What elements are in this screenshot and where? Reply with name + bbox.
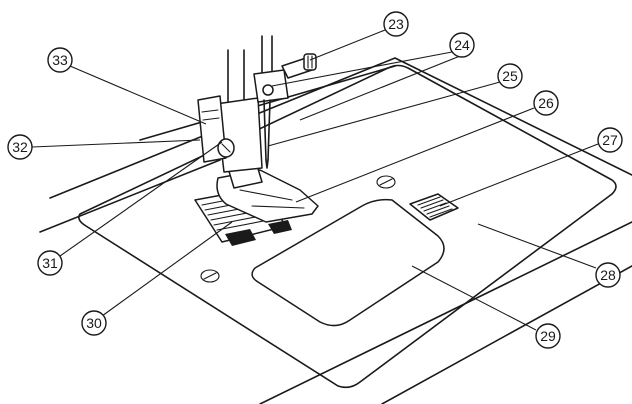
machine-bed	[39, 57, 632, 404]
foot-holder-screw	[197, 95, 235, 163]
presser-foot	[216, 161, 319, 223]
svg-text:28: 28	[600, 267, 616, 283]
needle-bar	[253, 35, 289, 103]
callout-27: 27	[597, 127, 623, 153]
svg-text:26: 26	[538, 95, 554, 111]
plate-screw-bottom	[200, 269, 220, 283]
leader-lines	[31, 29, 599, 331]
svg-text:33: 33	[52, 52, 68, 68]
callout-29: 29	[535, 323, 561, 349]
cover-release-button	[409, 193, 459, 221]
svg-text:24: 24	[454, 37, 470, 53]
callout-32: 32	[7, 134, 33, 160]
needle-plate	[78, 64, 617, 389]
svg-text:25: 25	[502, 68, 518, 84]
needle	[263, 99, 271, 169]
svg-text:23: 23	[388, 16, 404, 32]
bobbin-cover-plate	[251, 198, 445, 327]
callout-30: 30	[81, 310, 107, 336]
svg-text:30: 30	[86, 315, 102, 331]
svg-text:31: 31	[42, 255, 58, 271]
svg-text:27: 27	[602, 132, 618, 148]
plate-screw-top	[376, 175, 396, 189]
svg-text:29: 29	[540, 328, 556, 344]
needle-clamp-screw	[281, 53, 317, 79]
callout-23: 23	[383, 11, 409, 37]
callout-24: 24	[449, 32, 475, 58]
callout-31: 31	[37, 250, 63, 276]
callout-33: 33	[47, 47, 73, 73]
svg-text:32: 32	[12, 139, 28, 155]
callout-28: 28	[595, 262, 621, 288]
callout-26: 26	[533, 90, 559, 116]
callout-25: 25	[497, 63, 523, 89]
